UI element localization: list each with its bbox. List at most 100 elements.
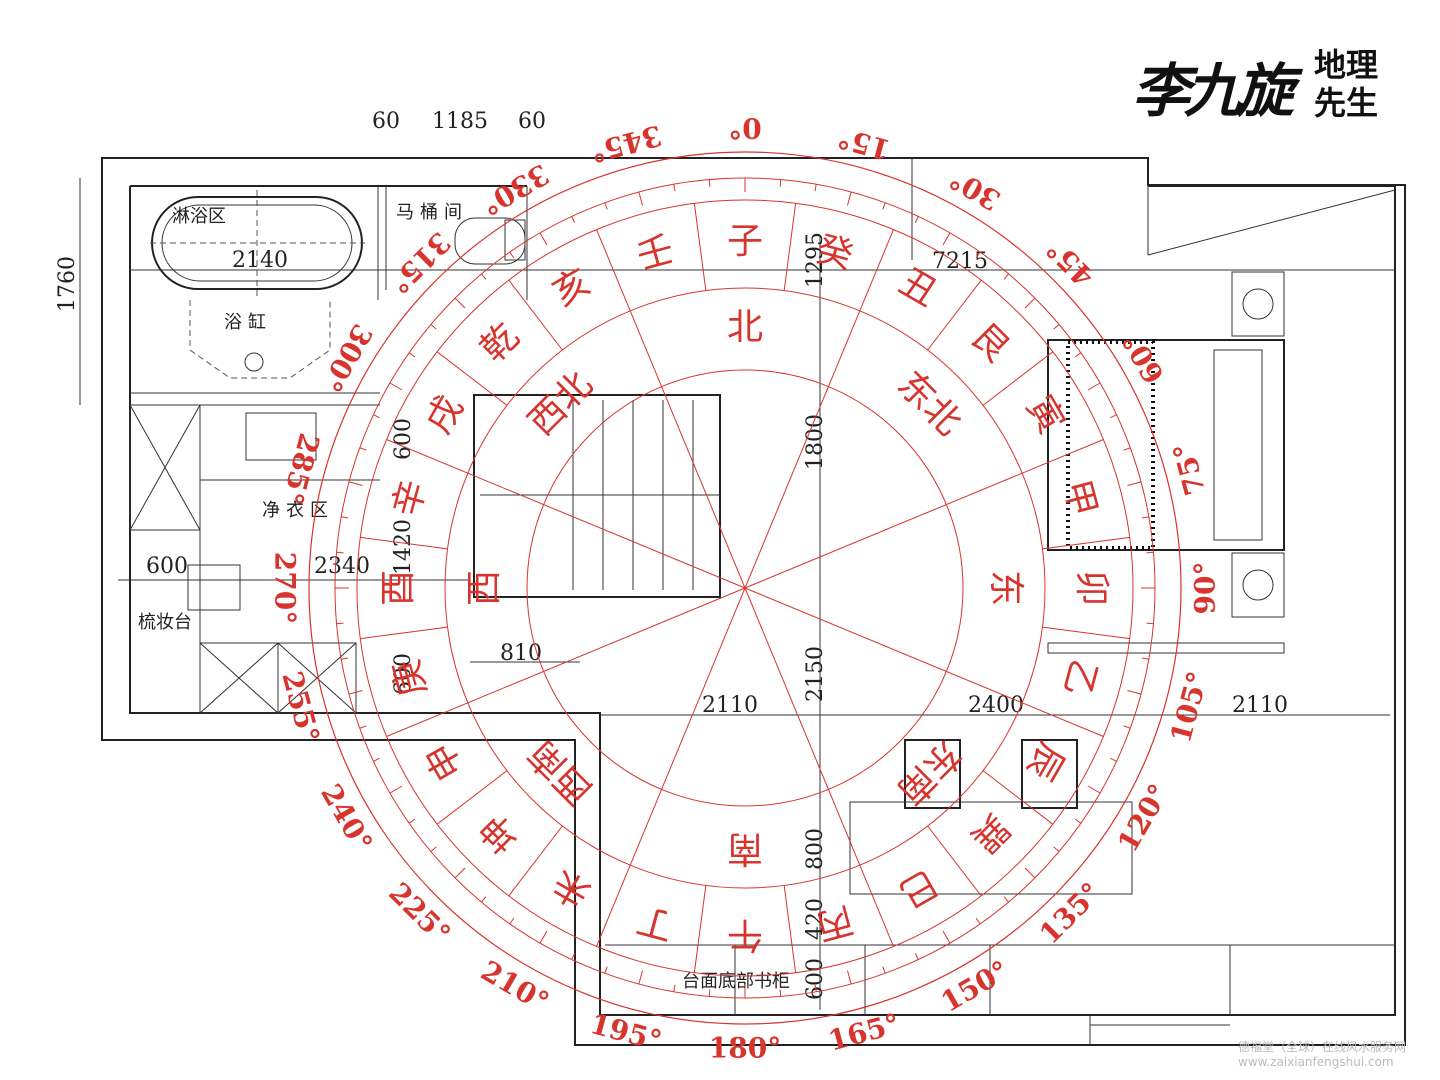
mountain-label: 乾 — [473, 316, 527, 370]
mountain-label: 亥 — [546, 261, 598, 315]
mountain-label: 申 — [418, 735, 472, 787]
compass-tick — [1003, 896, 1009, 903]
mountain-divider — [859, 229, 894, 312]
compass-tick — [1087, 382, 1101, 391]
compass-tick — [389, 785, 403, 794]
compass-tick — [1127, 481, 1142, 486]
brand-name: 李九旋 — [1132, 57, 1294, 125]
mountain-divider — [508, 825, 563, 897]
degree-label: 225° — [382, 876, 457, 951]
direction-spoke — [744, 587, 861, 866]
mountain-divider — [596, 864, 631, 947]
compass-tick — [348, 481, 363, 486]
chair-right — [1021, 739, 1078, 809]
compass-tick — [341, 516, 349, 519]
dim-2110a: 2110 — [702, 693, 758, 718]
direction-spoke — [744, 472, 1023, 589]
label-bookcase: 台面底部书柜 — [682, 971, 790, 992]
compass-tick — [708, 179, 711, 187]
label-shower: 淋浴区 — [172, 206, 226, 227]
compass-tick — [1146, 622, 1154, 625]
mountain-label: 戌 — [418, 389, 472, 441]
dim-1420: 1420 — [391, 519, 416, 575]
compass-tick — [336, 551, 344, 554]
watermark-line1: 德福堂（全球）在线风水服务网 — [1238, 1040, 1407, 1054]
degree-label: 30° — [944, 162, 1006, 217]
degree-label: 210° — [475, 954, 554, 1019]
direction-spoke — [629, 587, 746, 866]
dim-2140: 2140 — [232, 248, 288, 273]
compass-tick — [454, 297, 466, 309]
compass-tick — [1141, 657, 1149, 660]
compass-tick — [882, 202, 886, 210]
compass-tick — [539, 930, 548, 944]
compass-tick — [408, 352, 416, 358]
degree-label: 240° — [314, 778, 379, 857]
bed-shape — [1047, 339, 1285, 551]
mountain-label: 酉 — [378, 570, 419, 606]
dim-1185: 1185 — [432, 109, 488, 134]
degree-label: 330° — [475, 157, 554, 222]
label-toilet: 马桶间 — [396, 202, 468, 223]
compass-tick — [359, 725, 367, 729]
dim-1295: 1295 — [803, 232, 828, 288]
mountain-label: 子 — [727, 221, 763, 262]
compass-tick — [454, 867, 466, 879]
mountain-divider — [360, 626, 448, 640]
compass-tick — [942, 930, 951, 944]
dim-60a: 60 — [372, 109, 400, 134]
dim-800: 800 — [803, 828, 828, 870]
compass-tick — [604, 966, 608, 974]
degree-label: 15° — [834, 121, 894, 167]
direction-spoke — [467, 587, 746, 704]
mountain-divider — [927, 279, 982, 351]
compass-tick — [1123, 725, 1131, 729]
mountain-divider — [386, 702, 469, 737]
dim-1800: 1800 — [803, 414, 828, 470]
mountain-label: 寅 — [1018, 389, 1072, 441]
brand-logo: 李九旋 地理先生 — [1132, 40, 1412, 130]
compass-tick — [814, 184, 817, 192]
compass-tick — [373, 414, 380, 419]
brand-subtitle: 地理先生 — [1314, 46, 1379, 122]
compass-tick — [847, 191, 852, 206]
compass-tick — [341, 657, 349, 660]
compass-tick — [914, 216, 919, 223]
compass-tick — [481, 896, 487, 903]
mountain-divider — [982, 351, 1054, 406]
mountain-label: 辰 — [1018, 735, 1072, 787]
compass-tick — [1146, 551, 1154, 554]
mountain-divider — [1042, 536, 1130, 550]
degree-label: 120° — [1111, 778, 1176, 857]
compass-tick — [1003, 273, 1009, 280]
compass-tick — [509, 251, 515, 259]
compass-tick — [430, 846, 437, 852]
degree-label: 150° — [935, 954, 1014, 1019]
mountain-label: 艮 — [963, 316, 1017, 370]
mountain-divider — [508, 279, 563, 351]
direction-label: 东 — [985, 570, 1026, 606]
dim-2340: 2340 — [314, 554, 370, 579]
degree-label: 180° — [709, 1032, 781, 1065]
label-bathtub: 浴缸 — [224, 311, 272, 333]
compass-outer-ring — [308, 151, 1182, 1025]
mountain-divider — [1021, 439, 1104, 474]
compass-tick — [1141, 516, 1149, 519]
compass-tick — [673, 184, 676, 192]
mountain-label: 巳 — [892, 861, 944, 915]
compass-tick — [430, 324, 437, 330]
dim-600b: 600 — [146, 554, 188, 579]
compass-tick — [389, 382, 403, 391]
dim-420: 420 — [803, 898, 828, 940]
compass-tick — [847, 970, 852, 985]
compass-tick — [882, 966, 886, 974]
dim-2110b: 2110 — [1232, 693, 1288, 718]
compass-tick — [708, 989, 711, 997]
degree-label: 0° — [728, 112, 761, 145]
mountain-divider — [783, 203, 797, 291]
compass-tick — [373, 757, 380, 762]
compass-tick — [1110, 757, 1117, 762]
degree-label: 300° — [314, 318, 379, 397]
compass-tick — [942, 232, 951, 246]
